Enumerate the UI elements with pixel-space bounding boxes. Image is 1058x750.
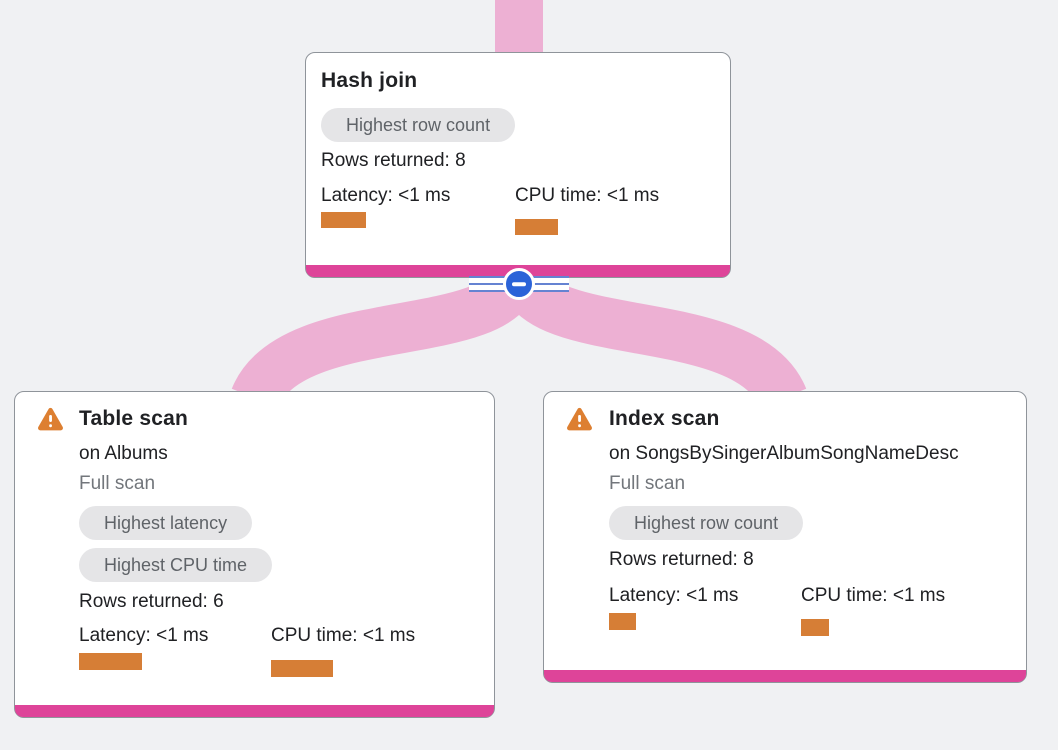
- edge-hash-join-to-index-scan: [499, 267, 807, 410]
- rows-returned-label: Rows returned:: [79, 591, 208, 612]
- scan-type: Full scan: [609, 473, 686, 494]
- badge-highest-row-count: Highest row count: [321, 108, 516, 142]
- badge-highest-row-count: Highest row count: [609, 506, 804, 540]
- cpu-time-label: CPU time: <1 ms: [271, 625, 415, 647]
- cpu-time-text: CPU time:: [801, 585, 888, 606]
- latency-text: Latency:: [79, 625, 151, 646]
- scan-type: Full scan: [79, 473, 156, 494]
- node-title: Hash join: [321, 69, 418, 92]
- rows-returned: Rows returned: 6: [79, 591, 224, 613]
- latency-bar: [321, 212, 366, 228]
- edge-parent-top: [495, 0, 543, 54]
- collapse-children-button[interactable]: [503, 268, 535, 300]
- cpu-time-bar: [271, 660, 333, 677]
- latency-bar: [609, 613, 636, 630]
- cpu-time-value: <1 ms: [606, 185, 660, 206]
- node-title: Index scan: [609, 407, 720, 430]
- cpu-time-label: CPU time: <1 ms: [801, 585, 945, 607]
- latency-text: Latency:: [609, 585, 681, 606]
- latency-label: Latency: <1 ms: [79, 625, 208, 647]
- node-index-scan[interactable]: Index scan on SongsBySingerAlbumSongName…: [543, 391, 1027, 683]
- rows-returned: Rows returned: 8: [609, 549, 754, 571]
- rows-returned: Rows returned: 8: [321, 150, 466, 172]
- cpu-time-value: <1 ms: [892, 585, 946, 606]
- latency-value: <1 ms: [398, 185, 451, 206]
- latency-text: Latency:: [321, 185, 393, 206]
- cpu-time-text: CPU time:: [515, 185, 602, 206]
- rows-returned-label: Rows returned:: [609, 549, 738, 570]
- rows-returned-value: 8: [455, 150, 466, 171]
- warning-icon: [567, 407, 592, 431]
- node-target: on SongsBySingerAlbumSongNameDesc: [609, 443, 959, 464]
- latency-label: Latency: <1 ms: [609, 585, 738, 607]
- latency-bar: [79, 653, 142, 670]
- cpu-time-label: CPU time: <1 ms: [515, 185, 659, 207]
- rows-returned-value: 6: [213, 591, 224, 612]
- rows-returned-value: 8: [743, 549, 754, 570]
- badge-highest-cpu-time: Highest CPU time: [79, 548, 273, 582]
- node-table-scan[interactable]: Table scan on Albums Full scan Highest l…: [14, 391, 495, 718]
- node-accent-strip: [544, 670, 1026, 682]
- badge-highest-latency: Highest latency: [79, 506, 253, 540]
- rows-returned-label: Rows returned:: [321, 150, 450, 171]
- warning-icon: [38, 407, 63, 431]
- node-accent-strip: [15, 705, 494, 717]
- edge-hash-join-to-table-scan: [231, 267, 539, 410]
- node-target: on Albums: [79, 443, 168, 464]
- node-title: Table scan: [79, 407, 188, 430]
- cpu-time-bar: [801, 619, 829, 636]
- node-hash-join[interactable]: Hash join Highest row count Rows returne…: [305, 52, 731, 278]
- latency-value: <1 ms: [156, 625, 209, 646]
- cpu-time-value: <1 ms: [362, 625, 416, 646]
- cpu-time-bar: [515, 219, 558, 235]
- cpu-time-text: CPU time:: [271, 625, 358, 646]
- minus-icon: [512, 282, 526, 286]
- latency-label: Latency: <1 ms: [321, 185, 450, 207]
- latency-value: <1 ms: [686, 585, 739, 606]
